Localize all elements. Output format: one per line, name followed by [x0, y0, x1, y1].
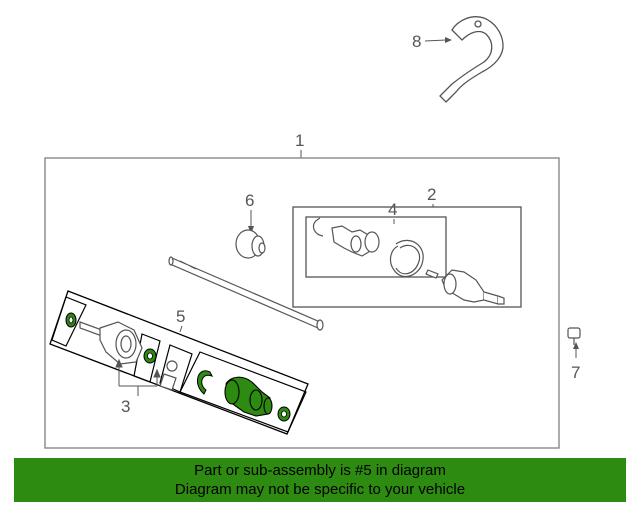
sub-assembly-frame-4	[305, 216, 447, 278]
callout-3: 3	[115, 358, 161, 416]
callout-2: 2	[427, 185, 436, 207]
part-7-bolt[interactable]	[567, 327, 581, 345]
callout-7: 7	[571, 342, 580, 382]
part-5-boot[interactable]	[224, 376, 273, 417]
part-5-inboard-clip[interactable]	[65, 312, 77, 328]
part-5-clip-ring[interactable]	[143, 348, 157, 364]
part-5-boot-band[interactable]	[196, 370, 214, 395]
part-8-bracket[interactable]	[439, 16, 504, 103]
svg-text:3: 3	[121, 397, 130, 416]
svg-text:2: 2	[427, 185, 436, 204]
sub-assembly-notice-banner: Part or sub-assembly is #5 in diagram Di…	[14, 458, 626, 502]
callout-4: 4	[388, 200, 397, 224]
part-5-outer-clip[interactable]	[277, 406, 291, 422]
parts-diagram: 8 1 2 4 6	[44, 16, 581, 449]
part-5-tripod[interactable]	[159, 360, 178, 391]
intermediate-shaft[interactable]	[168, 256, 324, 331]
frame-5-inboard	[51, 296, 87, 347]
sub-assembly-frame-2	[292, 206, 522, 308]
part-5-inboard-joint[interactable]	[79, 321, 143, 365]
svg-text:1: 1	[295, 131, 304, 150]
svg-text:7: 7	[571, 363, 580, 382]
svg-text:6: 6	[245, 191, 254, 210]
assembly-frame-1	[44, 157, 560, 449]
callout-1: 1	[295, 131, 304, 158]
svg-text:4: 4	[388, 200, 397, 219]
frame-5-boot	[179, 351, 307, 433]
part-4-boot-kit[interactable]	[312, 217, 439, 279]
part-6-damper[interactable]	[235, 229, 266, 259]
frame-5-clip	[133, 333, 161, 383]
callout-5: 5	[176, 307, 185, 333]
svg-text:5: 5	[176, 307, 185, 326]
part-2-outer-joint[interactable]	[441, 269, 505, 305]
banner-line-2: Diagram may not be specific to your vehi…	[174, 481, 466, 498]
banner-line-1: Part or sub-assembly is #5 in diagram	[194, 462, 446, 479]
callout-8: 8	[412, 32, 452, 51]
callout-6: 6	[245, 191, 254, 234]
svg-text:8: 8	[412, 32, 421, 51]
